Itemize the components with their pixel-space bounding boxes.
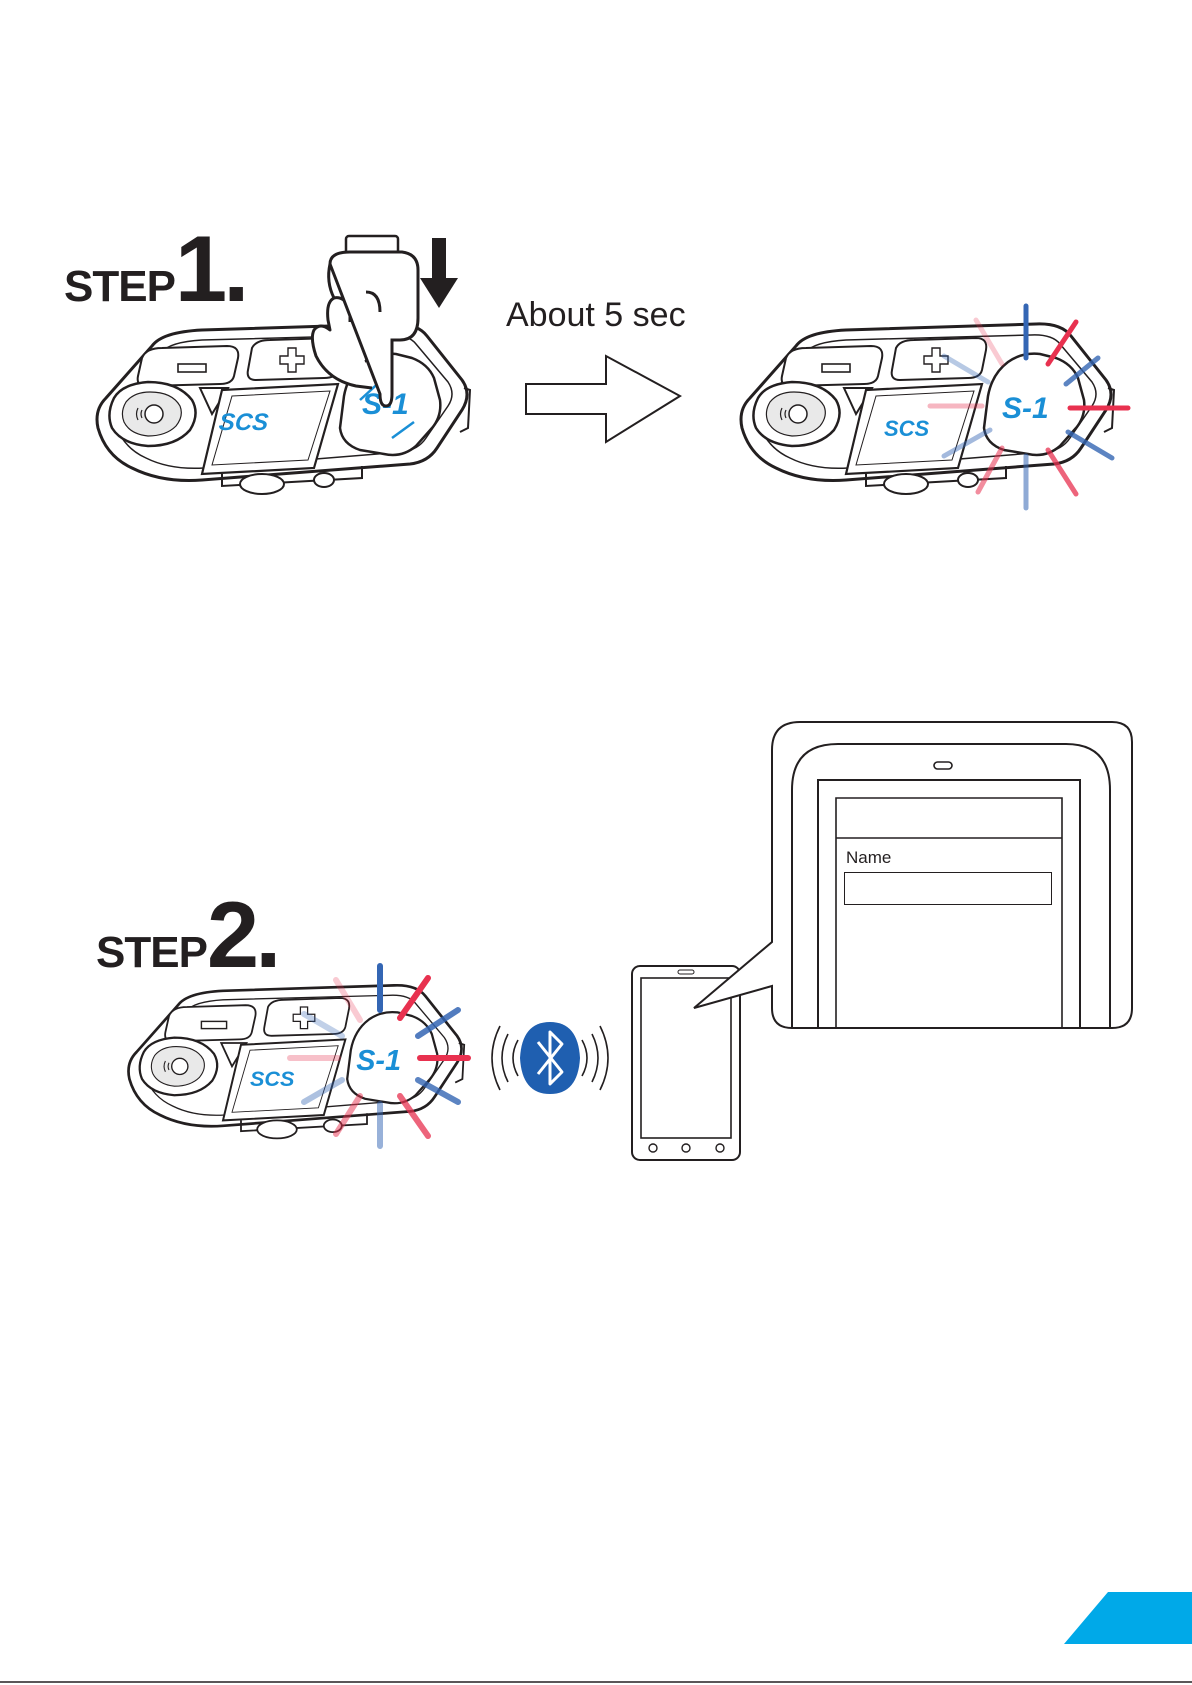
s1-button-label-3[interactable]: S-1 <box>356 1045 401 1077</box>
down-arrow-icon <box>420 238 458 308</box>
device-brand-label-3: SCS <box>250 1066 295 1091</box>
bluetooth-icon <box>492 1022 608 1094</box>
right-arrow-icon <box>526 356 680 442</box>
name-input-field[interactable] <box>844 872 1052 905</box>
intercom-device-step1: SCS S-1 <box>97 324 470 494</box>
page-corner-tab <box>1064 1592 1192 1644</box>
device-brand-label-2: SCS <box>884 416 930 441</box>
name-field-label: Name <box>846 848 891 868</box>
device-brand-label-1: SCS <box>218 409 270 436</box>
s1-button-label-2[interactable]: S-1 <box>1002 392 1049 425</box>
